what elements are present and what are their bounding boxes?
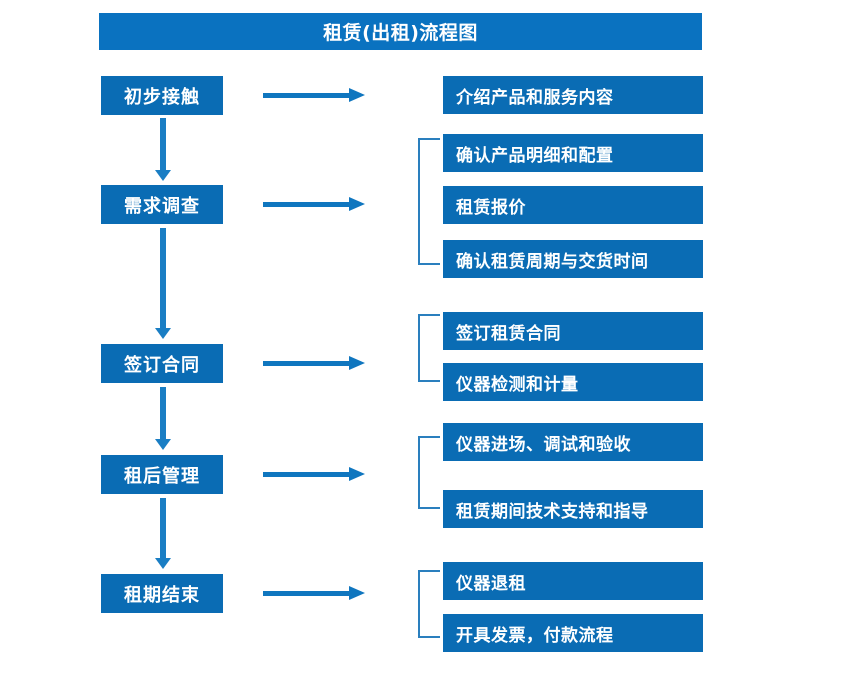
- bracket-spine: [418, 138, 420, 265]
- arrow-shaft: [160, 387, 166, 439]
- stage-box-rental-end[interactable]: 租期结束: [101, 574, 223, 613]
- arrow-shaft: [160, 498, 166, 558]
- flowchart-title: 租赁(出租)流程图: [99, 13, 702, 50]
- stage-box-post-rental-management[interactable]: 租后管理: [101, 455, 223, 494]
- detail-box-instrument-inspection-metering[interactable]: 仪器检测和计量: [443, 363, 703, 401]
- stage-box-sign-contract[interactable]: 签订合同: [101, 344, 223, 383]
- bracket-spine: [418, 314, 420, 382]
- bracket-tick-top: [418, 314, 440, 316]
- arrow-head-right-icon: [349, 197, 365, 211]
- detail-box-introduce-products-services[interactable]: 介绍产品和服务内容: [443, 76, 703, 114]
- horizontal-arrow-initial-contact: [263, 88, 367, 102]
- horizontal-arrow-post-rental: [263, 467, 367, 481]
- bracket-tick-top: [418, 436, 440, 438]
- arrow-shaft: [263, 361, 351, 366]
- bracket-spine: [418, 436, 420, 509]
- arrow-head-down-icon: [155, 328, 171, 339]
- group-bracket-rental-end: [418, 570, 440, 638]
- bracket-tick-bottom: [418, 263, 440, 265]
- arrow-head-down-icon: [155, 170, 171, 181]
- horizontal-arrow-needs-survey: [263, 197, 367, 211]
- stage-box-needs-survey[interactable]: 需求调查: [101, 185, 223, 224]
- detail-box-instrument-entry-debug-acceptance[interactable]: 仪器进场、调试和验收: [443, 423, 703, 461]
- detail-box-rental-quotation[interactable]: 租赁报价: [443, 186, 703, 224]
- bracket-tick-top: [418, 138, 440, 140]
- group-bracket-sign-contract: [418, 314, 440, 382]
- arrow-head-right-icon: [349, 88, 365, 102]
- arrow-head-right-icon: [349, 467, 365, 481]
- bracket-tick-top: [418, 570, 440, 572]
- detail-box-confirm-rental-period-delivery[interactable]: 确认租赁周期与交货时间: [443, 240, 703, 278]
- bracket-spine: [418, 570, 420, 638]
- stage-box-initial-contact[interactable]: 初步接触: [101, 76, 223, 115]
- detail-box-invoice-payment-process[interactable]: 开具发票，付款流程: [443, 614, 703, 652]
- arrow-shaft: [263, 472, 351, 477]
- horizontal-arrow-sign-contract: [263, 356, 367, 370]
- horizontal-arrow-rental-end: [263, 586, 367, 600]
- detail-box-instrument-return[interactable]: 仪器退租: [443, 562, 703, 600]
- arrow-head-right-icon: [349, 356, 365, 370]
- arrow-shaft: [263, 93, 351, 98]
- arrow-shaft: [263, 591, 351, 596]
- bracket-tick-bottom: [418, 380, 440, 382]
- group-bracket-needs-survey: [418, 138, 440, 265]
- bracket-tick-bottom: [418, 507, 440, 509]
- bracket-tick-bottom: [418, 636, 440, 638]
- vertical-arrow-needs-survey-to-sign-contract: [155, 228, 171, 339]
- arrow-shaft: [160, 118, 166, 170]
- arrow-head-down-icon: [155, 558, 171, 569]
- vertical-arrow-sign-contract-to-post-rental: [155, 387, 171, 450]
- detail-box-technical-support-guidance[interactable]: 租赁期间技术支持和指导: [443, 490, 703, 528]
- arrow-head-down-icon: [155, 439, 171, 450]
- group-bracket-post-rental: [418, 436, 440, 509]
- arrow-shaft: [263, 202, 351, 207]
- vertical-arrow-post-rental-to-rental-end: [155, 498, 171, 569]
- detail-box-sign-rental-contract[interactable]: 签订租赁合同: [443, 312, 703, 350]
- vertical-arrow-initial-contact-to-needs-survey: [155, 118, 171, 181]
- arrow-head-right-icon: [349, 586, 365, 600]
- detail-box-confirm-product-details-config[interactable]: 确认产品明细和配置: [443, 134, 703, 172]
- arrow-shaft: [160, 228, 166, 328]
